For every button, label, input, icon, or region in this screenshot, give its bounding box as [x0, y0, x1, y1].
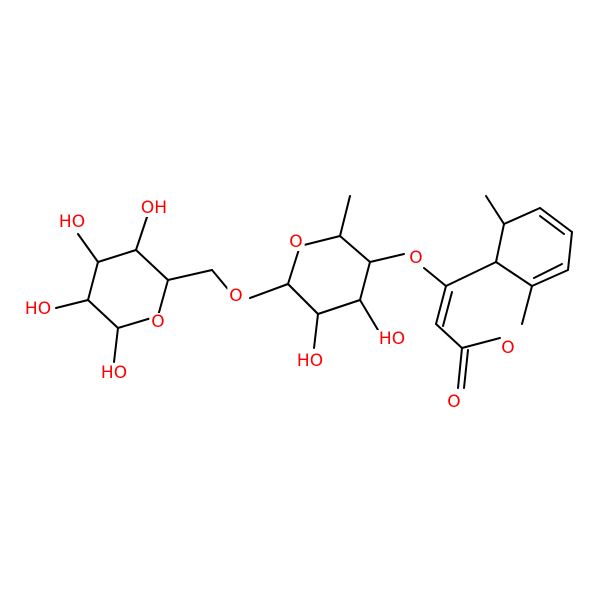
atom-label-background	[376, 330, 408, 348]
coumarin-core	[423, 195, 573, 389]
atom-label-oh: HO	[101, 363, 127, 383]
atom-label-oxygen: O	[409, 248, 422, 268]
atom-label-oxygen: O	[289, 232, 302, 252]
bond	[157, 279, 169, 317]
bond	[369, 253, 405, 263]
bond	[317, 299, 361, 315]
atom-label-background	[149, 313, 167, 331]
atom-label-background	[445, 393, 463, 411]
atom-label-background	[56, 213, 88, 231]
bond	[299, 235, 341, 247]
bond	[485, 195, 505, 225]
atom-label-background	[227, 287, 245, 305]
bond	[313, 313, 319, 349]
atom-label-oxygen: O	[447, 392, 460, 412]
atom-label-background	[407, 249, 425, 267]
atom-label-background	[138, 199, 170, 217]
bond	[113, 327, 119, 363]
bond	[87, 299, 119, 329]
bond	[539, 215, 565, 235]
bond	[359, 261, 371, 301]
bond	[495, 261, 533, 287]
atom-label-oh: HO	[25, 299, 51, 319]
bond	[442, 291, 453, 327]
atom-label-backgrounds	[22, 199, 517, 411]
bond	[567, 231, 573, 271]
bond	[287, 245, 301, 285]
bond	[339, 195, 351, 237]
left-sugar-ring	[55, 213, 233, 363]
atom-label-background	[287, 233, 305, 251]
bond	[503, 207, 541, 225]
atom-label-oxygen: O	[151, 312, 164, 332]
atom-label-oh: HO	[297, 351, 323, 371]
atom-label-oh: OH	[141, 198, 167, 218]
bond	[435, 285, 447, 325]
atom-label-oxygen: O	[229, 286, 242, 306]
bond	[463, 349, 469, 389]
bond	[55, 299, 89, 309]
bond	[249, 283, 289, 299]
bond	[495, 223, 505, 263]
atom-label-oh: HO	[379, 329, 405, 349]
bond	[533, 263, 563, 279]
bond	[531, 269, 569, 287]
atom-label-oh: HO	[59, 212, 85, 232]
bond	[539, 207, 573, 233]
bond	[135, 213, 149, 251]
bond	[359, 299, 379, 331]
bond	[87, 261, 99, 301]
atom-label-background	[499, 339, 517, 357]
bond	[135, 249, 169, 281]
atom-labels: HO OH HO HO O O O HO HO O O O	[25, 198, 515, 412]
bond	[97, 249, 137, 263]
bond	[167, 269, 213, 281]
bond	[423, 267, 447, 287]
bond	[461, 337, 501, 349]
bond	[521, 285, 533, 325]
atom-label-background	[22, 300, 54, 318]
middle-sugar-ring	[249, 195, 405, 349]
bond	[287, 283, 319, 315]
atom-label-background	[98, 364, 130, 382]
atom-label-background	[294, 352, 326, 370]
bond	[445, 261, 497, 287]
bond	[457, 347, 463, 389]
bond	[339, 235, 371, 263]
bond	[77, 233, 99, 263]
atom-label-oxygen: O	[501, 338, 514, 358]
bond	[435, 323, 463, 349]
